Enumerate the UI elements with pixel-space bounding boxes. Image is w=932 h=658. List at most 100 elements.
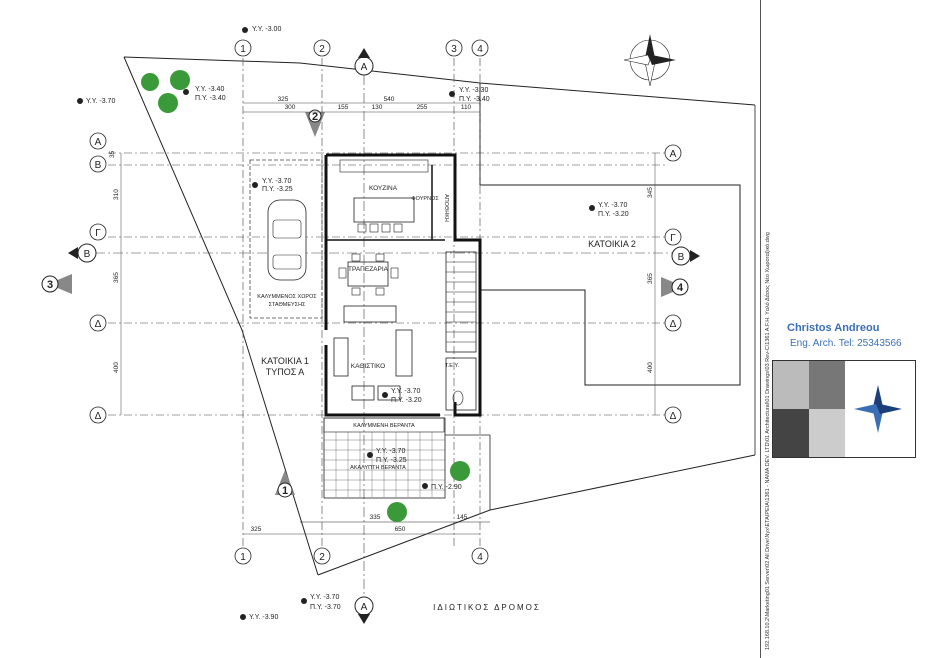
level-road-vy: Υ.Υ. -3.70 (310, 594, 339, 601)
level-top: Υ.Υ. -3.00 (252, 26, 281, 33)
house1-type: ΤΥΠΟΣ Α (266, 367, 305, 377)
level-living-py: Π.Υ. -3.20 (391, 397, 422, 404)
level-left: Υ.Υ. -3.70 (86, 98, 115, 105)
dim-540: 540 (384, 96, 395, 103)
dim-155: 155 (338, 104, 349, 111)
dim-255: 255 (417, 104, 428, 111)
house2-boundary (479, 83, 741, 386)
tv-unit (333, 337, 349, 377)
site-boundary-bottom (317, 454, 756, 576)
level-veranda-vy: Υ.Υ. -3.70 (376, 448, 405, 455)
level-h2-vy: Υ.Υ. -3.70 (598, 202, 627, 209)
plant-2 (387, 461, 470, 522)
dining-table (347, 261, 389, 287)
sofa (395, 329, 413, 377)
dim-b335: 335 (370, 514, 381, 521)
grid-row-b-left: Β (95, 160, 102, 171)
grid-row-d-left: Δ (95, 319, 102, 330)
level-py-340b: Π.Υ. -3.40 (459, 96, 490, 103)
grid-label-2-bottom: 2 (319, 552, 325, 563)
grid-label-1: 1 (240, 44, 246, 55)
dim-b145: 145 (457, 514, 468, 521)
grid-row-a-right: Α (670, 149, 677, 160)
elevation-marker-3 (41, 274, 72, 294)
dim-130: 130 (372, 104, 383, 111)
dim-b650: 650 (395, 526, 406, 533)
level-garden: Π.Υ. -2.90 (431, 484, 462, 491)
level-living-vy: Υ.Υ. -3.70 (391, 388, 420, 395)
room-living: ΚΑΘΙΣΤΙΚΟ (351, 363, 385, 370)
dim-400: 400 (113, 362, 120, 373)
level-vy-340: Υ.Υ. -3.40 (195, 86, 224, 93)
level-veranda-py: Π.Υ. -3.25 (376, 457, 407, 464)
house2-title: ΚΑΤΟΙΚΙΑ 2 (588, 239, 636, 249)
grid-row-d-right: Δ (670, 319, 677, 330)
wc-room (445, 357, 477, 411)
level-py-340: Π.Υ. -3.40 (195, 95, 226, 102)
elevation-2-label: 2 (312, 111, 318, 123)
elevation-1-label: 1 (282, 485, 288, 497)
site-boundary (123, 56, 756, 106)
room-wc: Τ.Ε.Υ. (445, 363, 459, 369)
elevation-marker-1 (275, 470, 295, 498)
logo-graphic (773, 361, 902, 457)
veranda-tiles (324, 432, 445, 497)
architect-name: Christos Andreou (787, 322, 880, 334)
elevation-3-label: 3 (47, 279, 53, 291)
stair-treads (446, 261, 476, 343)
dim-310: 310 (113, 189, 120, 200)
dim-35: 35 (109, 150, 116, 158)
armchair-1 (351, 385, 375, 401)
section-marker-b-right (671, 246, 700, 266)
sideboard (343, 305, 397, 323)
site-boundary-left (123, 56, 319, 576)
house1-walls (324, 153, 482, 417)
dim-r400: 400 (647, 362, 654, 373)
dim-365: 365 (113, 272, 120, 283)
grid-row-d2-left: Δ (95, 411, 102, 422)
dining-chairs (338, 253, 399, 296)
parking-area (249, 159, 323, 319)
level-parking-vy: Υ.Υ. -3.70 (262, 178, 291, 185)
room-open-veranda: ΑΚΑΛΥΠΤΗ ΒΕΡΑΝΤΑ (350, 465, 406, 471)
room-parking-1: ΚΑΛΥΜΜΕΝΟΣ ΧΩΡΟΣ (257, 294, 317, 300)
level-markers (77, 27, 595, 620)
grid-bubbles-top (234, 39, 489, 565)
armchair-2 (377, 385, 401, 401)
room-covered-veranda: ΚΑΛΥΜΜΕΝΗ ΒΕΡΑΝΤΑ (353, 423, 415, 429)
grid-row-g-left: Γ (95, 228, 101, 239)
elevation-marker-2 (305, 109, 325, 137)
architect-role: Eng. Arch. Tel: 25343566 (790, 338, 902, 349)
plant-1 (141, 70, 190, 113)
level-road-py: Π.Υ. -3.70 (310, 604, 341, 611)
road-label: ΙΔΙΩΤΙΚΟΣ ΔΡΟΜΟΣ (433, 603, 541, 612)
level-h2-py: Π.Υ. -3.20 (598, 211, 629, 218)
grid-label-4-bottom: 4 (477, 552, 483, 563)
file-path: 192.168.10.2\Marketing01 Server\02 All D… (765, 30, 779, 650)
grid-bubbles-sides (89, 132, 682, 424)
wc-toilet (452, 390, 464, 406)
room-dining: ΤΡΑΠΕΖΑΡΙΑ (348, 266, 389, 273)
section-marker-a-top (354, 48, 374, 76)
title-block (760, 0, 932, 658)
level-parking-py: Π.Υ. -3.25 (262, 186, 293, 193)
grid-label-4: 4 (477, 44, 483, 55)
dim-300: 300 (285, 104, 296, 111)
bar-stools (357, 223, 403, 233)
level-vy-330: Υ.Υ. -3.30 (459, 87, 488, 94)
dim-r365: 365 (647, 273, 654, 284)
company-logo (772, 360, 916, 458)
open-veranda (323, 417, 446, 499)
section-a-top-label: A (361, 62, 368, 73)
kitchen-island (353, 197, 415, 223)
level-bottom: Υ.Υ. -3.90 (249, 614, 278, 621)
grid-rows (108, 152, 665, 416)
room-storage: ΑΠΟΘΗΚΗ (443, 194, 449, 222)
section-b-left-label: B (84, 249, 91, 260)
section-b-right-label: B (678, 252, 685, 263)
grid-label-2: 2 (319, 44, 325, 55)
north-arrow-icon (623, 34, 676, 87)
kitchen-counter (339, 159, 429, 173)
title-block-border (760, 0, 761, 658)
